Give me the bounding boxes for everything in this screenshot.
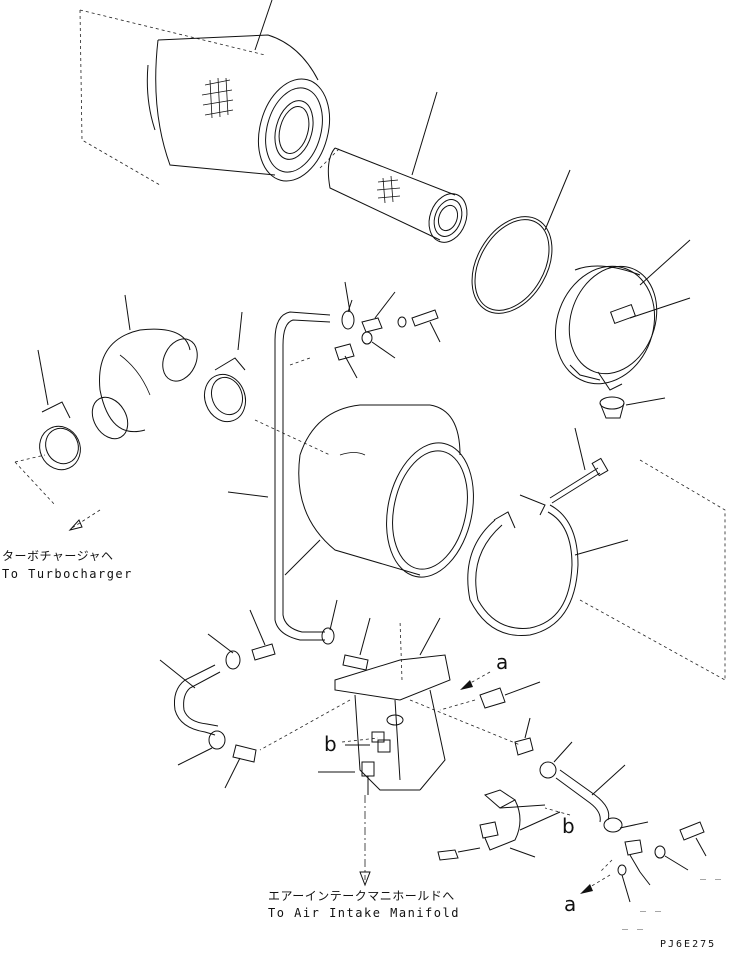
tube-connector-fittings <box>321 599 371 671</box>
drawing-code: PJ6E275 <box>660 939 717 950</box>
sensor-wiring <box>437 789 561 861</box>
lower-right-hose <box>514 717 649 833</box>
reference-b-right: b <box>562 814 575 838</box>
inner-filter-element <box>319 91 468 243</box>
outer-filter-element <box>79 0 330 186</box>
flow-arrow-turbo <box>68 509 101 531</box>
vacuator-valve <box>599 396 666 419</box>
housing-cover <box>554 239 691 391</box>
hose-clamp-left <box>14 349 81 506</box>
mounting-band <box>467 459 726 681</box>
turbocharger-label-jp: ターボチャージャヘ <box>2 549 114 563</box>
turbocharger-label-en: To Turbocharger <box>2 567 133 581</box>
ref-arrow-b-left <box>341 737 379 743</box>
ref-arrow-b-right <box>544 807 571 816</box>
ref-arrow-a-bottom <box>580 874 611 894</box>
elbow-hose <box>91 294 198 440</box>
upper-fittings <box>334 281 441 379</box>
dash-mark: _ _ <box>622 919 645 930</box>
reference-a-top: a <box>496 650 509 674</box>
intake-manifold-label-en: To Air Intake Manifold <box>268 906 460 920</box>
flow-arrow-intake <box>359 795 371 887</box>
mounting-bracket <box>259 617 521 791</box>
restriction-indicator <box>439 681 541 711</box>
bottom-right-fittings <box>599 821 707 903</box>
lower-left-fittings <box>159 609 276 789</box>
intake-manifold-label-jp: エアーインテークマニホールドへ <box>268 889 455 903</box>
reference-b-left: b <box>324 732 337 756</box>
o-ring <box>471 169 571 314</box>
air-cleaner-body <box>254 357 474 578</box>
hose-clamp-middle <box>203 311 247 423</box>
band-bolt <box>549 427 609 504</box>
ref-arrow-a-top <box>460 671 491 690</box>
reference-a-bottom: a <box>564 892 577 916</box>
dash-mark: _ _ <box>700 869 723 880</box>
dash-mark: _ _ <box>640 901 663 912</box>
indicator-tube <box>227 311 331 641</box>
bracket-bolts <box>318 739 391 795</box>
